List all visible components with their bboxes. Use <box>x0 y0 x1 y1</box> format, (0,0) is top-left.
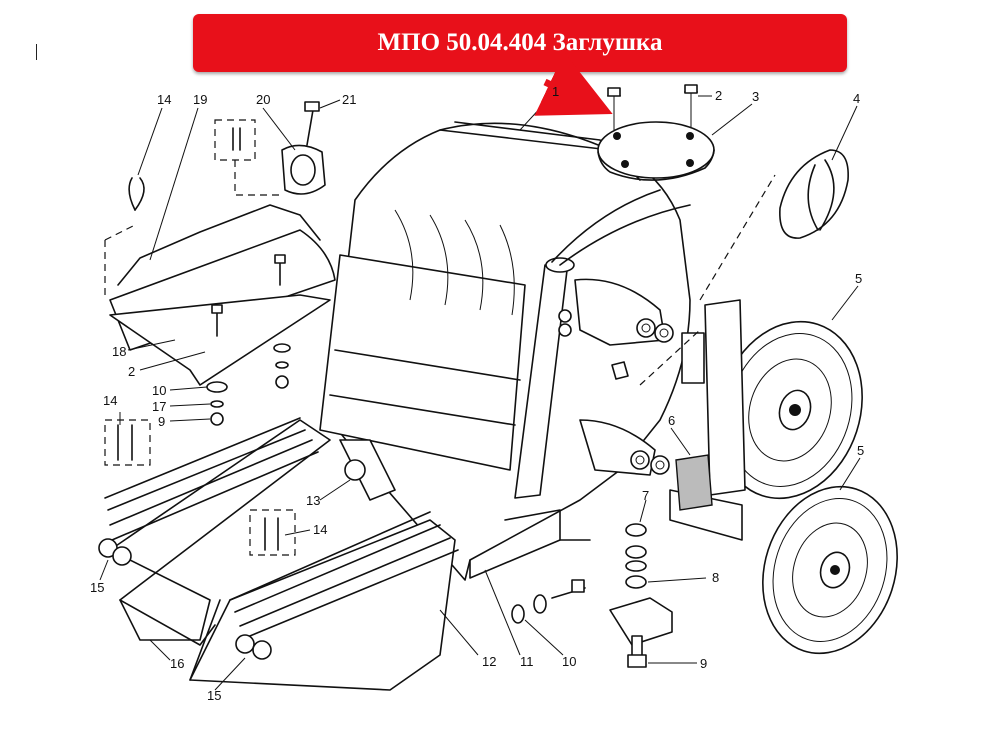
part-title-text: МПО 50.04.404 Заглушка <box>377 29 663 56</box>
assembly-guide-lines <box>104 160 776 386</box>
callout-4: 4 <box>853 91 860 106</box>
pulley-lower-part-5 <box>762 485 898 655</box>
callout-labels: 14 19 20 21 1 2 3 4 5 5 18 2 10 17 9 14 … <box>90 84 864 703</box>
callout-16: 16 <box>170 656 184 671</box>
roller-frame-bottom <box>189 511 459 691</box>
callout-3: 3 <box>752 89 759 104</box>
callout-17: 17 <box>152 399 166 414</box>
callout-7: 7 <box>642 488 649 503</box>
pins-part-14 <box>104 119 296 556</box>
callout-10-bottom: 10 <box>562 654 576 669</box>
tie-rod-part-10 <box>511 579 586 624</box>
pulley-upper-part-5 <box>717 320 863 500</box>
callout-12: 12 <box>482 654 496 669</box>
callout-15-bottom: 15 <box>207 688 221 703</box>
washer-stack <box>609 523 673 668</box>
callout-6: 6 <box>668 413 675 428</box>
main-housing <box>319 121 691 581</box>
callout-2-left: 2 <box>128 364 135 379</box>
callout-21: 21 <box>342 92 356 107</box>
callout-9-left: 9 <box>158 414 165 429</box>
callout-2-top: 2 <box>715 88 722 103</box>
bolts-left <box>206 254 291 426</box>
roller-frame-left <box>98 417 331 646</box>
callout-15-left: 15 <box>90 580 104 595</box>
part-title-banner: МПО 50.04.404 Заглушка <box>193 14 847 72</box>
part-4-bracket <box>779 149 849 239</box>
callout-5-upper: 5 <box>855 271 862 286</box>
callout-14-left: 14 <box>103 393 117 408</box>
callout-19: 19 <box>193 92 207 107</box>
callout-13: 13 <box>306 493 320 508</box>
plug-cover-part-3 <box>597 84 715 181</box>
callout-14-mid: 14 <box>313 522 327 537</box>
callout-9-bottom: 9 <box>700 656 707 671</box>
pointer-arrow <box>534 52 613 116</box>
callout-11: 11 <box>520 654 534 669</box>
callout-20: 20 <box>256 92 270 107</box>
mounting-plate-part-6 <box>669 299 746 541</box>
callout-10-left: 10 <box>152 383 166 398</box>
tray-part-18 <box>109 294 331 386</box>
callout-5-lower: 5 <box>857 443 864 458</box>
coupling-part-20 <box>281 101 326 195</box>
housing-nuts <box>558 309 674 475</box>
callout-14-top: 14 <box>157 92 171 107</box>
callout-18: 18 <box>112 344 126 359</box>
leader-lines <box>99 91 861 691</box>
callout-8: 8 <box>712 570 719 585</box>
text-cursor <box>36 44 37 60</box>
callout-1: 1 <box>552 84 559 99</box>
